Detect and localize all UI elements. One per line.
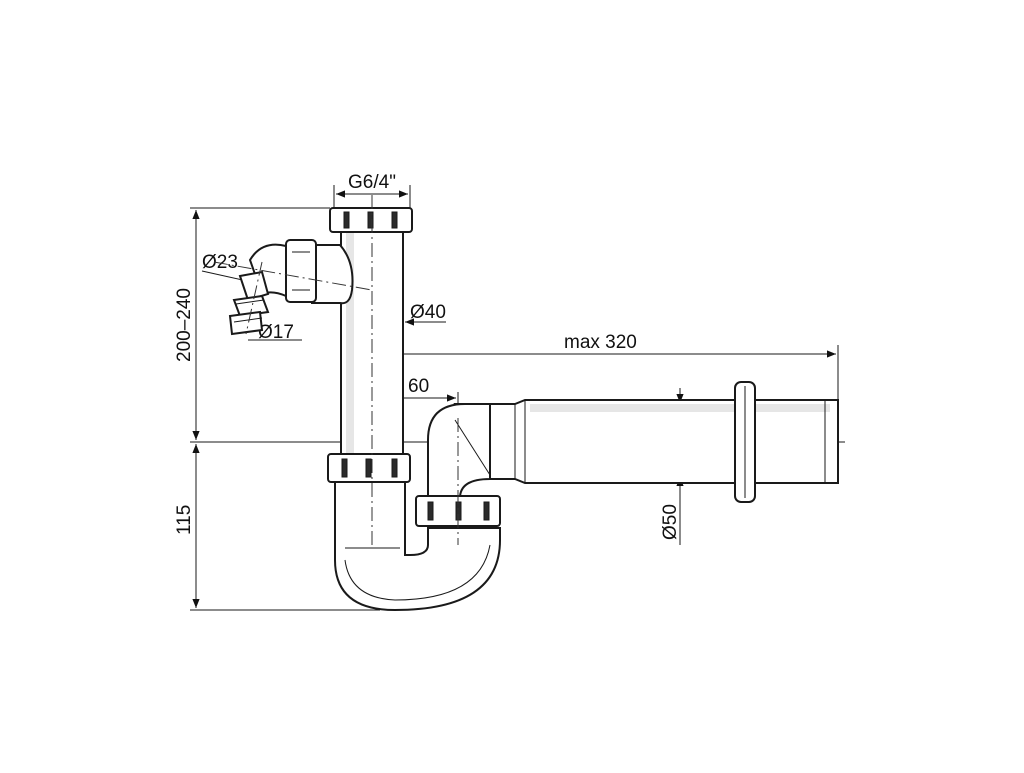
lower-right-nut — [415, 495, 501, 527]
outlet-pipe — [453, 399, 839, 484]
lower-left-nut — [327, 453, 411, 483]
d17-label: Ø17 — [258, 322, 294, 343]
d50-label: Ø50 — [660, 504, 681, 540]
top-nut — [329, 207, 413, 233]
hose-connector — [228, 243, 287, 336]
d23-label: Ø23 — [202, 252, 238, 273]
height-lower-label: 115 — [174, 505, 195, 535]
wall-flange — [734, 381, 756, 503]
elbow — [427, 403, 491, 499]
max320-label: max 320 — [564, 332, 637, 353]
height-upper-label: 200–240 — [174, 288, 195, 362]
d40-label: Ø40 — [410, 302, 446, 323]
thread-dimension — [333, 185, 411, 210]
center-lines — [213, 195, 459, 548]
side-branch — [285, 239, 354, 305]
offset60-label: 60 — [408, 376, 429, 397]
u-trap — [334, 481, 501, 612]
thread-label: G6/4" — [348, 172, 396, 193]
